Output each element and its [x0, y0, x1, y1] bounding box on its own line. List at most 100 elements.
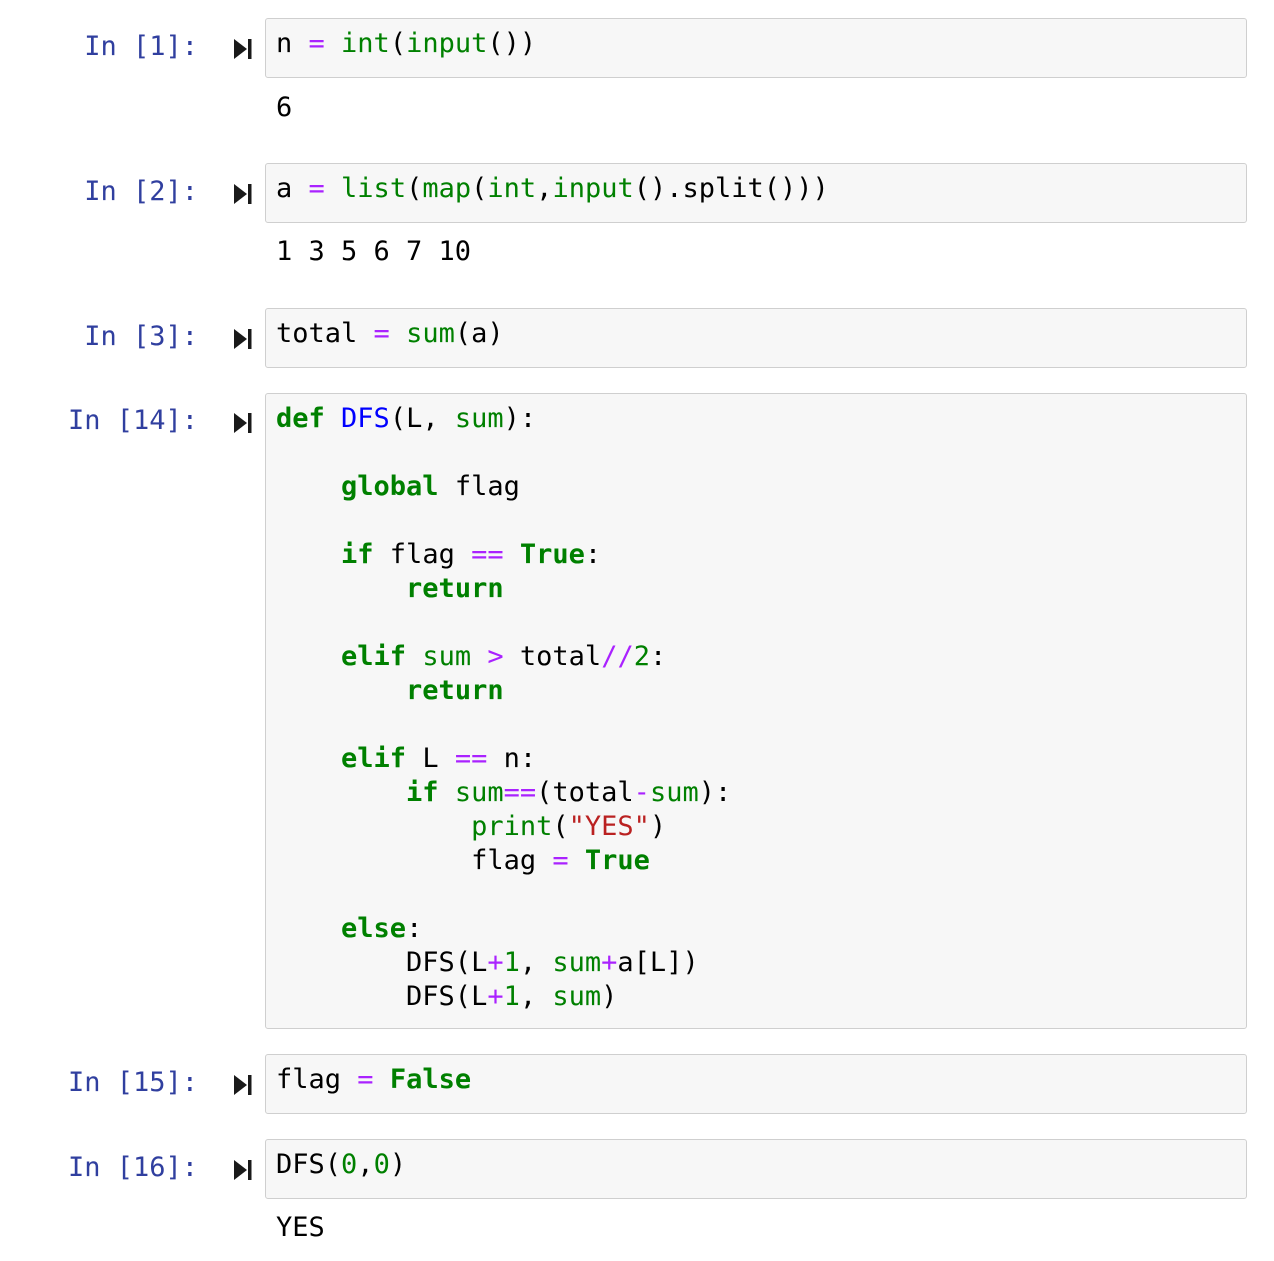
code-token: : [406, 913, 423, 944]
code-token [276, 539, 341, 570]
code-text: a = list(map(int,input().split())) [276, 172, 829, 206]
code-token: ( [552, 811, 569, 842]
code-token: = [373, 318, 390, 349]
run-cell-icon[interactable] [232, 1073, 254, 1097]
code-token: ) [601, 981, 618, 1012]
code-token: == [503, 777, 537, 808]
code-text: total = sum(a) [276, 317, 504, 351]
code-text: def DFS(L, sum): global flag if flag == … [276, 402, 731, 1014]
code-token: + [601, 947, 618, 978]
code-token: == [471, 539, 504, 570]
code-token: list [341, 173, 407, 204]
code-token: int [487, 173, 537, 204]
code-token: (L, [389, 403, 455, 434]
run-cell-icon[interactable] [232, 182, 254, 206]
code-token [471, 641, 487, 672]
run-cell-icon[interactable] [232, 411, 254, 435]
code-token: ( [389, 28, 407, 59]
code-token: (total [536, 777, 634, 808]
code-token [374, 1064, 390, 1095]
code-input-area[interactable]: n = int(input()) [265, 18, 1247, 78]
code-token: sum [454, 777, 504, 808]
cell-prompt: In [15]: [67, 1067, 198, 1098]
code-token: if [406, 777, 439, 808]
code-token: ): [503, 403, 537, 434]
code-token [276, 777, 406, 808]
code-token: False [389, 1064, 472, 1095]
code-input-area[interactable]: def DFS(L, sum): global flag if flag == … [265, 393, 1247, 1029]
code-token [325, 403, 341, 434]
code-token: flag [276, 845, 553, 876]
code-token: ( [406, 173, 423, 204]
code-token [276, 743, 341, 774]
cell-prompt: In [3]: [84, 321, 198, 352]
code-token: > [487, 641, 504, 672]
code-token: ()) [487, 28, 537, 59]
code-token [276, 573, 406, 604]
code-token: elif [341, 641, 407, 672]
code-token: DFS( [276, 1149, 342, 1180]
code-token [504, 539, 520, 570]
cell-prompt: In [2]: [84, 176, 198, 207]
code-token: ): [698, 777, 732, 808]
cell-output: 1 3 5 6 7 10 [276, 236, 472, 267]
code-token: DFS(L [276, 947, 488, 978]
code-token: 0 [373, 1149, 390, 1180]
code-token: : [649, 641, 667, 672]
code-token: (). [633, 173, 683, 204]
code-token: 1 [503, 981, 520, 1012]
code-token: , [519, 947, 553, 978]
code-token: sum [649, 777, 699, 808]
code-token: // [601, 641, 634, 672]
code-token: input [552, 173, 634, 204]
run-cell-icon[interactable] [232, 1158, 254, 1182]
run-cell-icon[interactable] [232, 37, 254, 61]
code-token: else [341, 913, 407, 944]
code-token: sum [422, 641, 472, 672]
code-token: sum [454, 403, 504, 434]
code-token: n: [487, 743, 537, 774]
code-input-area[interactable]: a = list(map(int,input().split())) [265, 163, 1247, 223]
code-token: sum [552, 947, 602, 978]
code-token: True [584, 845, 650, 876]
code-token: sum [552, 981, 602, 1012]
code-token: = [308, 173, 325, 204]
code-token: ())) [763, 173, 829, 204]
code-token: ) [649, 811, 667, 842]
code-text: n = int(input()) [276, 27, 536, 61]
code-token: flag [373, 539, 472, 570]
code-token: 1 [503, 947, 520, 978]
code-input-area[interactable]: DFS(0,0) [265, 1139, 1247, 1199]
code-token: int [341, 28, 390, 59]
code-token: input [406, 28, 488, 59]
cell-prompt: In [1]: [84, 31, 198, 62]
code-token: = [308, 28, 325, 59]
code-text: DFS(0,0) [276, 1148, 406, 1182]
code-token: flag [276, 1064, 358, 1095]
run-cell-icon[interactable] [232, 327, 254, 351]
code-token: DFS(L [276, 981, 488, 1012]
code-token [276, 641, 341, 672]
code-token: def [276, 403, 325, 434]
code-token: + [487, 947, 504, 978]
code-input-area[interactable]: total = sum(a) [265, 308, 1247, 368]
code-token [325, 28, 341, 59]
code-token: "YES" [568, 811, 650, 842]
code-token: elif [341, 743, 407, 774]
code-token: = [552, 845, 569, 876]
code-token: return [406, 573, 504, 604]
code-token: 0 [341, 1149, 358, 1180]
code-token: DFS [341, 403, 390, 434]
cell-prompt: In [14]: [67, 405, 198, 436]
code-token: , [536, 173, 553, 204]
cell-output: 6 [276, 92, 293, 123]
code-text: flag = False [276, 1063, 471, 1097]
code-token: ) [389, 1149, 407, 1180]
code-token: ( [471, 173, 488, 204]
code-token: = [357, 1064, 374, 1095]
code-token [276, 471, 341, 502]
code-token: (a) [454, 318, 504, 349]
code-input-area[interactable]: flag = False [265, 1054, 1247, 1114]
code-token: 2 [633, 641, 650, 672]
code-token: total [503, 641, 602, 672]
